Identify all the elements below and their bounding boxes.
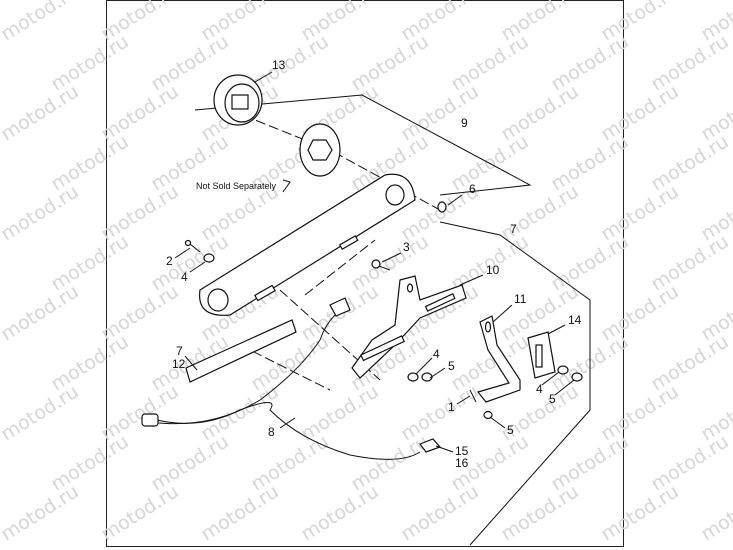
- watermark-text: motod.ru: [497, 81, 583, 146]
- connector-small: [329, 297, 351, 317]
- watermark-text: motod.ru: [97, 81, 183, 146]
- callout-5-bottom: 5: [507, 423, 514, 437]
- watermark-text: motod.ru: [297, 381, 383, 446]
- watermark-text: motod.ru: [247, 31, 333, 96]
- watermark-text: motod.ru: [597, 381, 683, 446]
- callout-4-left: 4: [181, 270, 188, 284]
- callout-11: 11: [514, 292, 527, 306]
- watermark-text: motod.ru: [47, 131, 133, 196]
- callout-9: 9: [461, 116, 468, 130]
- watermark-text: motod.ru: [47, 431, 133, 496]
- callout-16: 16: [455, 456, 469, 470]
- watermark-text: motod.ru: [597, 281, 683, 346]
- watermark-text: motod.ru: [97, 281, 183, 346]
- watermark-text: motod.ru: [597, 181, 683, 246]
- callout-1: 1: [448, 400, 455, 414]
- part-2-screw: [184, 239, 201, 253]
- watermark-text: motod.ru: [647, 231, 733, 296]
- watermark-text: motod.ru: [97, 381, 183, 446]
- watermark-text: motod.ru: [47, 231, 133, 296]
- watermark-text: motod.ru: [697, 481, 733, 546]
- watermark-text: motod.ru: [547, 231, 633, 296]
- watermark-text: motod.ru: [0, 81, 83, 146]
- callout-8: 8: [268, 425, 275, 439]
- callout-3: 3: [403, 240, 410, 254]
- watermark-text: motod.ru: [647, 431, 733, 496]
- watermark-text: motod.ru: [97, 481, 183, 546]
- watermark-text: motod.ru: [597, 481, 683, 546]
- diagram-frame: [106, 0, 624, 547]
- callout-labels: 13 9 6 7 2 4 3 10 11 14 7 12 4 5 4 5 1 5…: [166, 58, 582, 470]
- watermark-text: motod.ru: [547, 131, 633, 196]
- part-14-bracket: [527, 331, 556, 379]
- part-8-wiring-harness: [141, 314, 421, 460]
- callout-2: 2: [166, 254, 173, 268]
- watermark-text: motod.ru: [647, 131, 733, 196]
- callout-leaders: [174, 71, 575, 453]
- callout-7-bottom: 7: [176, 344, 183, 358]
- callout-4-mid: 4: [433, 347, 440, 361]
- watermark-text: motod.ru: [297, 481, 383, 546]
- watermark-text: motod.ru: [597, 81, 683, 146]
- watermark-text: motod.ru: [447, 31, 533, 96]
- callout-12: 12: [172, 357, 186, 371]
- main-bracket-plate: [198, 173, 416, 316]
- watermark-text: motod.ru: [397, 81, 483, 146]
- watermark-text: motod.ru: [47, 31, 133, 96]
- watermark-text: motod.ru: [347, 31, 433, 96]
- callout-5-right: 5: [549, 392, 556, 406]
- watermark-text: motod.ru: [247, 431, 333, 496]
- callout-10: 10: [486, 263, 500, 277]
- callout-6: 6: [469, 182, 476, 196]
- watermark-text: motod.ru: [97, 181, 183, 246]
- part-4-washer-left: [203, 253, 215, 263]
- watermark-text: motod.ru: [547, 31, 633, 96]
- callout-13: 13: [272, 58, 286, 72]
- watermark-text: motod.ru: [547, 431, 633, 496]
- watermark-text: motod.ru: [0, 0, 83, 45]
- part-10-license-bracket: [351, 275, 467, 379]
- watermark-text: motod.ru: [397, 481, 483, 546]
- part-6-fastener: [437, 201, 447, 213]
- callout-5-mid: 5: [448, 359, 455, 373]
- watermark-text: motod.ru: [0, 381, 83, 446]
- callout-4-right: 4: [536, 382, 543, 396]
- watermark-text: motod.ru: [647, 31, 733, 96]
- watermark-text: motod.ru: [497, 481, 583, 546]
- part-13-lamp-housing: [213, 74, 263, 126]
- watermark-text: motod.ru: [647, 331, 733, 396]
- watermark-text: motod.ru: [0, 481, 83, 546]
- watermark-text: motod.ru: [197, 481, 283, 546]
- part-3-screw: [371, 259, 391, 271]
- part-1-screw: [469, 389, 477, 403]
- callout-7-top: 7: [510, 222, 517, 236]
- watermark-text: motod.ru: [147, 431, 233, 496]
- part-12-light-strip: [185, 319, 297, 383]
- watermark-text: motod.ru: [347, 231, 433, 296]
- watermark-text: motod.ru: [347, 431, 433, 496]
- callout-14: 14: [568, 313, 582, 327]
- not-sold-separately-note: Not Sold Separately: [196, 181, 277, 191]
- washers-and-nuts: [407, 365, 583, 420]
- watermark-text: motod.ru: [0, 281, 83, 346]
- watermark-text: motod.ru: [0, 181, 83, 246]
- part-11-bracket: [476, 315, 521, 403]
- callout-15: 15: [455, 444, 469, 458]
- part-9-gasket: [299, 123, 341, 177]
- watermark-text: motod.ru: [47, 331, 133, 396]
